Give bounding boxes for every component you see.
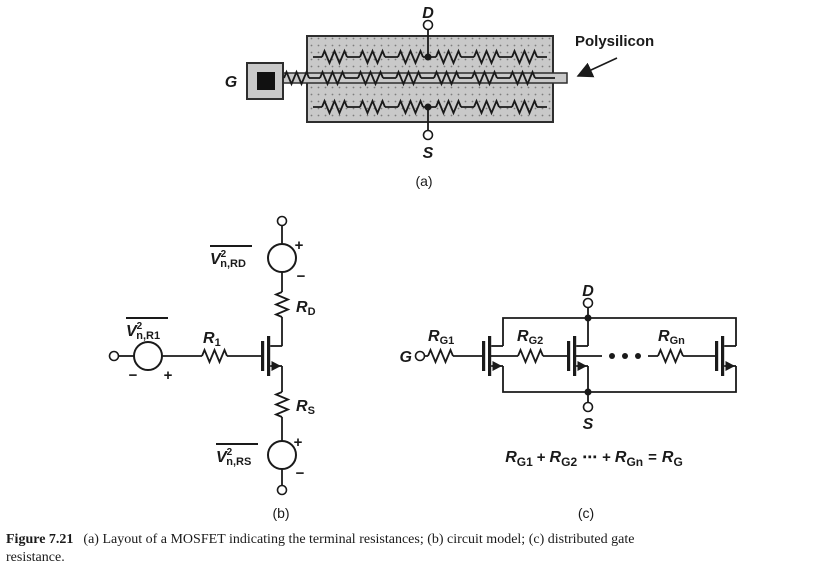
drain-label: D — [582, 283, 594, 300]
resistor-rgn-label: RGn — [658, 328, 685, 347]
drain-terminal-circle — [582, 297, 594, 309]
resistor-rg1 — [427, 349, 454, 363]
resistor-rs-label: RS — [296, 398, 315, 417]
source-junction-dot — [424, 103, 432, 111]
source-terminal-circle — [582, 401, 594, 413]
noise-source-rd — [267, 243, 297, 273]
panel-c-distributed-gate: G D S RG1 RG2 RGn RG1+RG2⋯+RGn=RG (c) — [400, 283, 737, 521]
gate-contact-pad — [246, 62, 284, 100]
resistor-rg2-label: RG2 — [517, 328, 543, 347]
gate-label: G — [225, 74, 237, 91]
drain-terminal-circle — [422, 19, 434, 31]
ellipsis-dot — [635, 353, 641, 359]
resistor-rd-label: RD — [296, 299, 316, 318]
drain-source-rails — [502, 317, 737, 393]
gate-resistance-equation: RG1+RG2⋯+RGn=RG — [505, 449, 683, 469]
plus-sign: + — [164, 367, 173, 384]
gate-port-circle — [108, 350, 120, 362]
contact-square — [257, 72, 275, 90]
mosfet-symbol — [260, 335, 283, 377]
mosfet-mn — [714, 335, 737, 377]
drain-junction-dot — [424, 53, 432, 61]
resistor-rd — [275, 291, 289, 318]
panel-a-layout: D S G Polysilicon (a) — [225, 5, 654, 189]
panel-b-tag: (b) — [272, 505, 289, 521]
resistor-rg2 — [517, 349, 544, 363]
source-port-circle — [276, 484, 288, 496]
resistor-rg1-label: RG1 — [428, 328, 454, 347]
source-label: S — [423, 145, 434, 162]
panel-a-tag: (a) — [415, 173, 432, 189]
drain-port-circle — [276, 215, 288, 227]
caption-line-2: resistance. — [6, 550, 65, 565]
resistor-rgn — [657, 349, 684, 363]
ellipsis-dot — [622, 353, 628, 359]
minus-sign: − — [129, 367, 138, 384]
caption-line-1: Figure 7.21(a) Layout of a MOSFET indica… — [6, 532, 634, 547]
polysilicon-arrow — [576, 57, 618, 78]
plus-sign: + — [295, 237, 304, 254]
minus-sign: − — [297, 268, 306, 285]
figure-caption: Figure 7.21(a) Layout of a MOSFET indica… — [6, 532, 634, 565]
gate-port-circle — [414, 350, 426, 362]
noise-source-r1 — [133, 341, 163, 371]
ellipsis-dot — [609, 353, 615, 359]
source-label: S — [583, 416, 594, 433]
polysilicon-label: Polysilicon — [575, 33, 654, 50]
plus-sign: + — [294, 434, 303, 451]
minus-sign: − — [296, 465, 305, 482]
drain-label: D — [422, 5, 434, 22]
gate-resistance-chain — [283, 71, 555, 85]
source-terminal-circle — [422, 129, 434, 141]
noise-source-rs — [267, 440, 297, 470]
resistor-r1-label: R1 — [203, 330, 221, 349]
panel-c-tag: (c) — [578, 505, 594, 521]
resistor-rs — [275, 391, 289, 418]
resistor-r1 — [201, 349, 228, 363]
gate-label: G — [400, 349, 412, 366]
